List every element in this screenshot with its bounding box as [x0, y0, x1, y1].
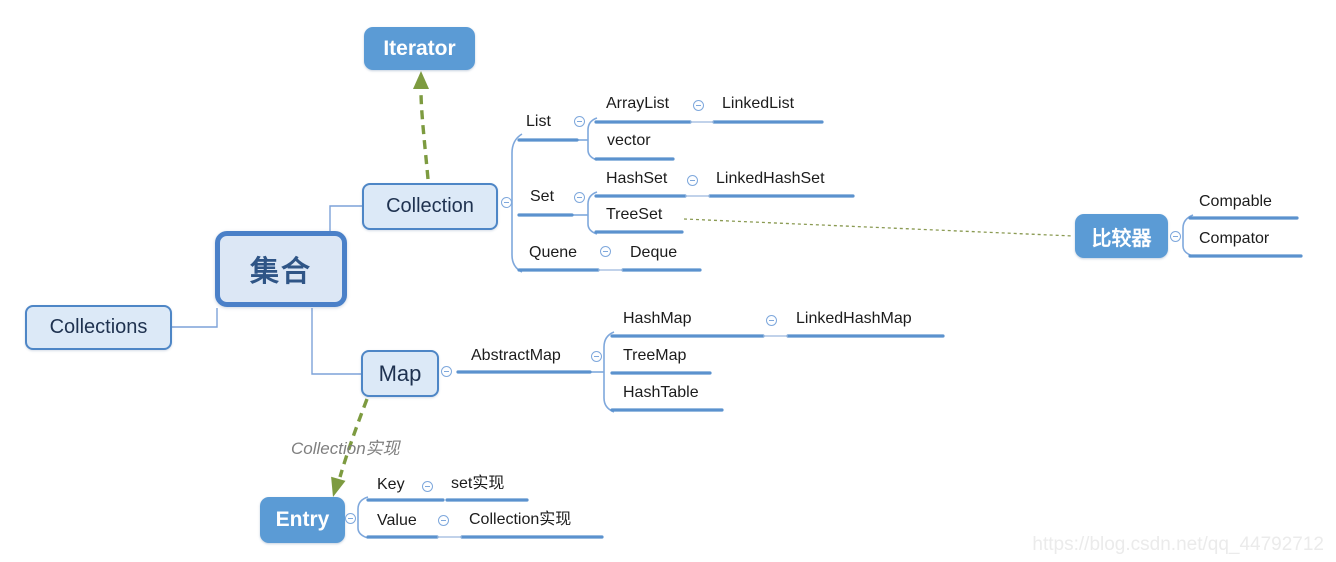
dotted-treeset-comparator [683, 218, 1074, 237]
branch-underlines [366, 120, 1303, 539]
topic-compator[interactable]: Compator [1199, 230, 1270, 247]
topic-list[interactable]: List [526, 113, 551, 130]
topic-deque[interactable]: Deque [630, 244, 678, 261]
node-collection[interactable]: Collection [362, 183, 498, 230]
node-iterator[interactable]: Iterator [364, 27, 475, 70]
connector-root-map [311, 308, 361, 375]
collapse-icon-quene[interactable] [600, 246, 611, 257]
connector-root-collection [329, 205, 362, 231]
node-entry[interactable]: Entry [260, 497, 345, 543]
collapse-icon-arraylist[interactable] [693, 100, 704, 111]
node-collection-label: Collection [386, 195, 474, 217]
bracket-list-children [587, 117, 598, 161]
topic-abstractmap[interactable]: AbstractMap [471, 347, 561, 364]
bracket-comparator-children [1182, 214, 1194, 257]
topic-arraylist[interactable]: ArrayList [606, 95, 670, 112]
child-brackets [357, 117, 1194, 539]
topic-compable[interactable]: Compable [1199, 193, 1272, 210]
collapse-icon-entry[interactable] [345, 513, 356, 524]
node-comparator-label: 比较器 [1091, 227, 1152, 250]
elbow-connectors [172, 205, 362, 375]
watermark: https://blog.csdn.net/qq_44792712 [1032, 534, 1324, 555]
sibling-links [437, 121, 788, 538]
node-collections-label: Collections [49, 316, 148, 338]
topic-vector[interactable]: vector [607, 132, 651, 149]
topic-set[interactable]: Set [530, 188, 555, 205]
collapse-icon-map[interactable] [441, 366, 452, 377]
collapse-icon-abstractmap[interactable] [591, 351, 602, 362]
node-root-label: 集合 [249, 256, 312, 288]
arrow-collection-iterator [419, 90, 430, 180]
collapse-icon-set[interactable] [574, 192, 585, 203]
topic-treeset[interactable]: TreeSet [606, 206, 663, 223]
arrowhead-iterator [413, 71, 429, 89]
topic-linkedlist[interactable]: LinkedList [722, 95, 795, 112]
arrow-map-entry [338, 398, 369, 478]
topic-collection-impl[interactable]: Collection实现 [469, 511, 572, 528]
collapse-icon-hashmap[interactable] [766, 315, 777, 326]
arrowhead-entry [331, 476, 346, 497]
collapse-icon-list[interactable] [574, 116, 585, 127]
bracket-collection-children [511, 133, 523, 273]
bracket-map-children [603, 331, 615, 413]
node-entry-label: Entry [275, 508, 330, 531]
topic-quene[interactable]: Quene [529, 244, 578, 261]
topic-key[interactable]: Key [377, 476, 405, 493]
node-collections[interactable]: Collections [25, 305, 172, 350]
bracket-set-children [587, 191, 598, 235]
arrow-annotation: Collection实现 [291, 439, 400, 458]
topic-set-impl[interactable]: set实现 [451, 475, 505, 492]
topic-linkedhashset[interactable]: LinkedHashSet [716, 170, 825, 187]
bracket-entry-children [357, 496, 369, 539]
topic-linkedhashmap[interactable]: LinkedHashMap [796, 310, 912, 327]
topic-hashset[interactable]: HashSet [606, 170, 668, 187]
node-comparator[interactable]: 比较器 [1075, 214, 1168, 258]
topic-hashmap[interactable]: HashMap [623, 310, 692, 327]
topic-value[interactable]: Value [377, 512, 417, 529]
topic-treemap[interactable]: TreeMap [623, 347, 687, 364]
node-iterator-label: Iterator [383, 36, 456, 60]
collapse-icon-comparator[interactable] [1170, 231, 1181, 242]
node-root-jihe[interactable]: 集合 [215, 231, 347, 307]
collapse-icon-collection[interactable] [501, 197, 512, 208]
relation-arrows [331, 71, 1074, 497]
node-map-label: Map [378, 360, 422, 386]
node-map[interactable]: Map [361, 350, 439, 397]
topic-hashtable[interactable]: HashTable [623, 384, 699, 401]
connector-collections-root [172, 308, 218, 328]
collapse-icon-value[interactable] [438, 515, 449, 526]
collapse-icon-key[interactable] [422, 481, 433, 492]
collapse-icon-hashset[interactable] [687, 175, 698, 186]
